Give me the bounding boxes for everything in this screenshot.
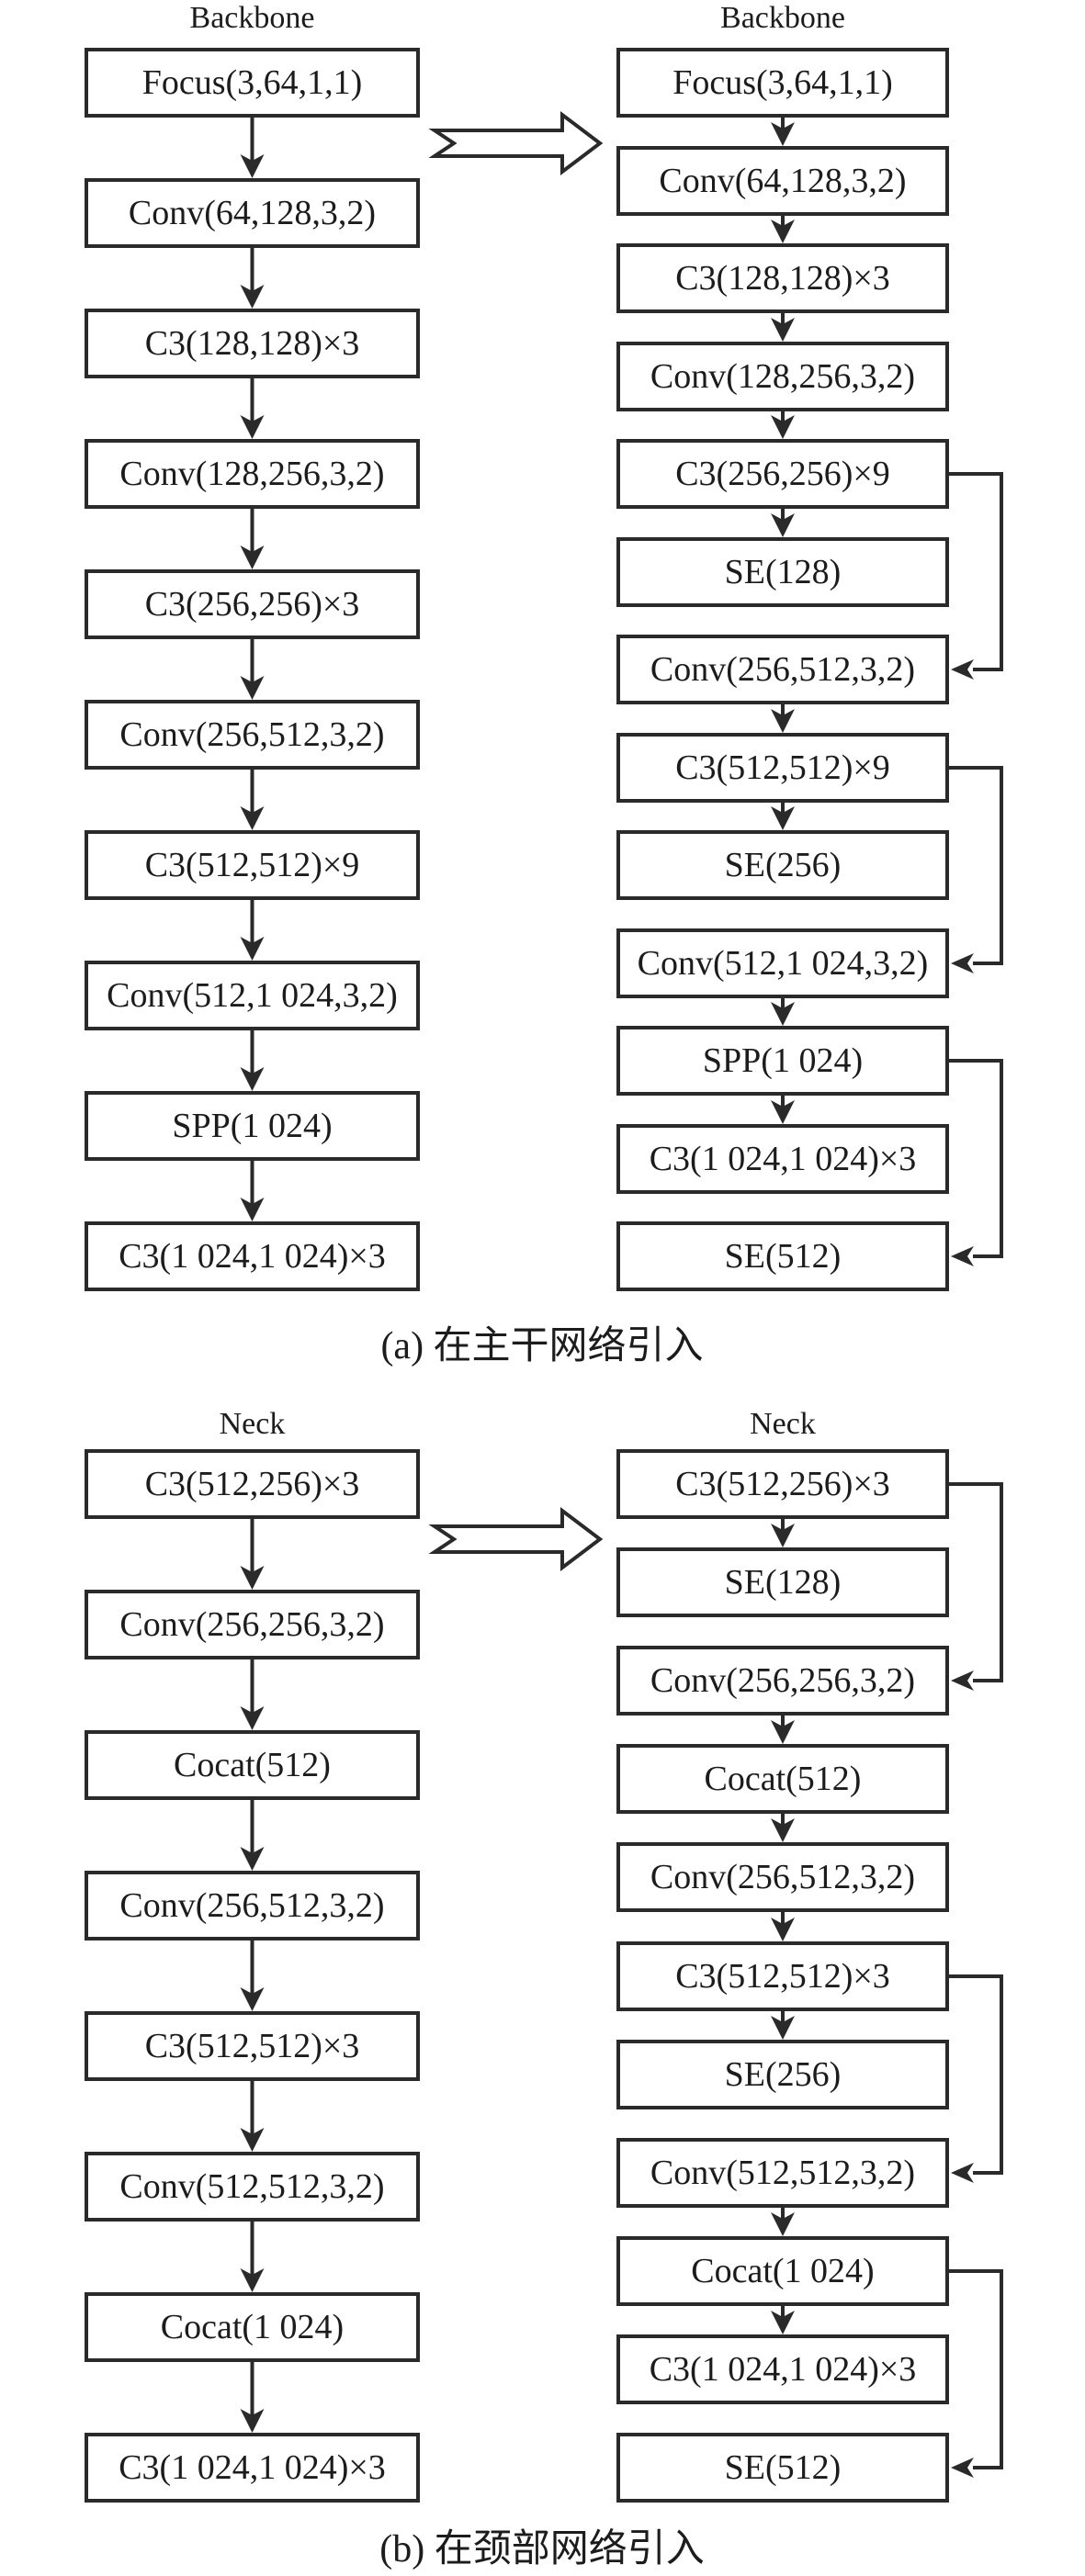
flow-arrowhead-down-icon bbox=[240, 676, 265, 700]
skip-arrowhead-left-icon bbox=[951, 2458, 974, 2478]
skip-arrowhead-left-icon bbox=[951, 1670, 974, 1691]
flow-arrowhead-down-icon bbox=[771, 219, 795, 243]
skip-connector bbox=[949, 1059, 1003, 1258]
node-box: Conv(512,512,3,2) bbox=[616, 2138, 949, 2208]
flow-arrowhead-down-icon bbox=[240, 1847, 265, 1871]
flow-arrowhead-down-icon bbox=[240, 937, 265, 961]
flow-arrowhead-down-icon bbox=[771, 1918, 795, 1941]
node-box: C3(1 024,1 024)×3 bbox=[85, 2433, 420, 2503]
transform-arrow-icon bbox=[428, 1506, 604, 1572]
flow-arrowhead-down-icon bbox=[240, 154, 265, 178]
flow-arrowhead-down-icon bbox=[771, 2311, 795, 2334]
flow-arrowhead-down-icon bbox=[240, 806, 265, 830]
flow-arrowhead-down-icon bbox=[240, 285, 265, 309]
flow-arrowhead-down-icon bbox=[240, 2128, 265, 2152]
transform-arrow-icon bbox=[428, 110, 604, 176]
flow-arrowhead-down-icon bbox=[771, 2212, 795, 2236]
flow-arrowhead-down-icon bbox=[771, 709, 795, 733]
node-box: Conv(128,256,3,2) bbox=[616, 342, 949, 411]
node-box: Conv(256,512,3,2) bbox=[616, 635, 949, 704]
node-box: Conv(256,512,3,2) bbox=[85, 1871, 420, 1940]
flow-arrowhead-down-icon bbox=[240, 415, 265, 439]
flow-arrowhead-down-icon bbox=[240, 2268, 265, 2292]
flow-arrowhead-down-icon bbox=[771, 2016, 795, 2040]
flow-arrowhead-down-icon bbox=[240, 1566, 265, 1590]
flow-arrowhead-down-icon bbox=[240, 2409, 265, 2433]
column-title-backbone-modified: Backbone bbox=[720, 1, 845, 35]
skip-connector bbox=[949, 2269, 1003, 2469]
flow-arrowhead-down-icon bbox=[771, 1818, 795, 1842]
skip-connector bbox=[949, 472, 1003, 671]
panel-a-caption: (a) 在主干网络引入 bbox=[380, 1325, 704, 1367]
flow-arrowhead-down-icon bbox=[240, 1198, 265, 1221]
node-box: Focus(3,64,1,1) bbox=[85, 48, 420, 118]
flow-arrowhead-down-icon bbox=[771, 122, 795, 146]
flow-arrowhead-down-icon bbox=[771, 1100, 795, 1124]
column-title-backbone-original: Backbone bbox=[189, 1, 315, 35]
node-box: SPP(1 024) bbox=[85, 1091, 420, 1161]
flow-arrowhead-down-icon bbox=[771, 415, 795, 439]
node-box: Conv(128,256,3,2) bbox=[85, 439, 420, 509]
node-box: C3(512,512)×3 bbox=[85, 2011, 420, 2081]
skip-arrowhead-left-icon bbox=[951, 953, 974, 973]
node-box: SE(128) bbox=[616, 537, 949, 607]
node-box: SE(256) bbox=[616, 2040, 949, 2109]
node-box: C3(1 024,1 024)×3 bbox=[616, 1124, 949, 1194]
flow-arrowhead-down-icon bbox=[240, 1706, 265, 1730]
node-box: Conv(256,256,3,2) bbox=[85, 1590, 420, 1659]
node-box: Cocat(512) bbox=[616, 1744, 949, 1814]
flow-arrowhead-down-icon bbox=[240, 1067, 265, 1091]
node-box: Conv(256,512,3,2) bbox=[85, 700, 420, 770]
node-box: SE(256) bbox=[616, 830, 949, 900]
flow-arrowhead-down-icon bbox=[771, 1524, 795, 1547]
flow-arrowhead-down-icon bbox=[771, 1002, 795, 1026]
node-box: C3(512,512)×9 bbox=[616, 733, 949, 803]
node-box: C3(1 024,1 024)×3 bbox=[85, 1221, 420, 1291]
node-box: Cocat(1 024) bbox=[616, 2236, 949, 2306]
node-box: C3(128,128)×3 bbox=[85, 309, 420, 378]
skip-arrowhead-left-icon bbox=[951, 2163, 974, 2183]
skip-arrowhead-left-icon bbox=[951, 1246, 974, 1266]
node-box: Conv(64,128,3,2) bbox=[616, 146, 949, 216]
node-box: Conv(64,128,3,2) bbox=[85, 178, 420, 248]
node-box: C3(1 024,1 024)×3 bbox=[616, 2334, 949, 2404]
node-box: Conv(256,512,3,2) bbox=[616, 1842, 949, 1912]
skip-connector bbox=[949, 1482, 1003, 1682]
skip-connector bbox=[949, 766, 1003, 965]
panel-b-caption: (b) 在颈部网络引入 bbox=[379, 2528, 705, 2570]
node-box: C3(512,256)×3 bbox=[616, 1449, 949, 1519]
flow-arrowhead-down-icon bbox=[771, 318, 795, 342]
node-box: Cocat(1 024) bbox=[85, 2292, 420, 2362]
node-box: C3(512,256)×3 bbox=[85, 1449, 420, 1519]
node-box: C3(512,512)×3 bbox=[616, 1941, 949, 2011]
skip-connector bbox=[949, 1974, 1003, 2175]
node-box: Focus(3,64,1,1) bbox=[616, 48, 949, 118]
node-box: C3(512,512)×9 bbox=[85, 830, 420, 900]
node-box: C3(256,256)×3 bbox=[85, 569, 420, 639]
node-box: C3(128,128)×3 bbox=[616, 243, 949, 313]
column-title-neck-original: Neck bbox=[219, 1407, 286, 1441]
flow-arrowhead-down-icon bbox=[771, 513, 795, 537]
node-box: Conv(512,1 024,3,2) bbox=[85, 961, 420, 1030]
node-box: C3(256,256)×9 bbox=[616, 439, 949, 509]
flow-arrowhead-down-icon bbox=[771, 806, 795, 830]
skip-arrowhead-left-icon bbox=[951, 659, 974, 680]
node-box: SE(128) bbox=[616, 1547, 949, 1617]
flow-arrowhead-down-icon bbox=[771, 1720, 795, 1744]
node-box: SE(512) bbox=[616, 1221, 949, 1291]
node-box: Conv(512,512,3,2) bbox=[85, 2152, 420, 2222]
flow-arrowhead-down-icon bbox=[240, 1987, 265, 2011]
node-box: SE(512) bbox=[616, 2433, 949, 2503]
node-box: Conv(256,256,3,2) bbox=[616, 1646, 949, 1715]
node-box: Conv(512,1 024,3,2) bbox=[616, 928, 949, 998]
flow-arrowhead-down-icon bbox=[240, 546, 265, 569]
column-title-neck-modified: Neck bbox=[750, 1407, 816, 1441]
node-box: Cocat(512) bbox=[85, 1730, 420, 1800]
node-box: SPP(1 024) bbox=[616, 1026, 949, 1096]
